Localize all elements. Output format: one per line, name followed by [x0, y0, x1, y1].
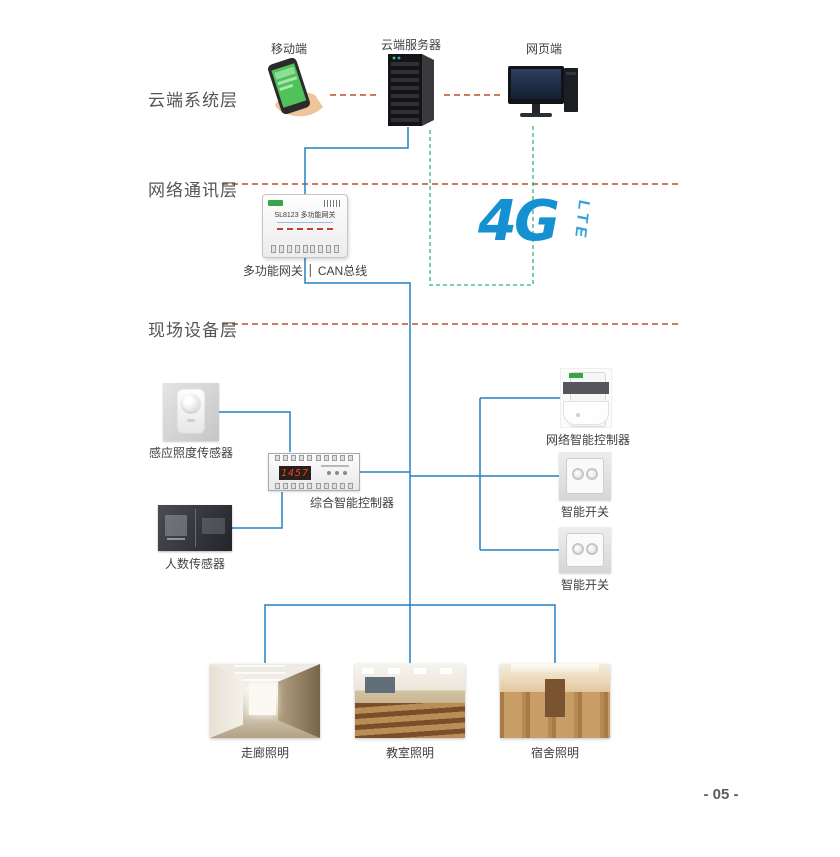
- logo-lte-text: LTE: [570, 200, 593, 242]
- web-desktop-image: [506, 62, 582, 122]
- controller-display: 1457: [279, 466, 311, 480]
- network-controller-panel: [563, 401, 609, 425]
- gateway-brand-logo: [268, 200, 283, 206]
- smart-switch2-image: [559, 527, 611, 573]
- server-label: 云端服务器: [380, 38, 442, 52]
- dormitory-light-glow: [511, 664, 599, 675]
- gateway-bus-label-row: 多功能网关 CAN总线: [243, 262, 367, 279]
- people-sensor-label: 人数传感器: [164, 557, 226, 571]
- classroom-screen: [364, 676, 395, 693]
- corridor-ceiling-lights: [234, 665, 285, 682]
- people-sensor-panel-left: [164, 515, 187, 537]
- label-divider: [309, 264, 311, 277]
- corridor-end-wall: [248, 683, 276, 716]
- network-controller-image: [560, 368, 612, 428]
- switch1-knob-right: [586, 468, 598, 480]
- people-sensor-divider: [195, 508, 196, 548]
- can-bus-label: CAN总线: [317, 264, 368, 278]
- wireless-4g-link: [429, 124, 534, 286]
- link-server-gateway: [304, 127, 409, 194]
- web-label: 网页端: [525, 42, 563, 56]
- controller-terminals-bottom: [275, 483, 353, 489]
- integrated-controller-image: 1457: [268, 453, 360, 491]
- classroom-label: 教室照明: [385, 746, 435, 760]
- integrated-controller-label: 综合智能控制器: [309, 496, 395, 510]
- switch2-knob-right: [586, 543, 598, 555]
- gateway-terminals: [271, 245, 339, 253]
- people-sensor-image: [158, 505, 232, 551]
- corridor-left-wall: [210, 664, 243, 738]
- smart-switch2-label: 智能开关: [560, 578, 610, 592]
- layer-title-field: 现场设备层: [148, 321, 238, 340]
- controller-buttons: [327, 471, 347, 475]
- corridor-label: 走廊照明: [240, 746, 290, 760]
- switch2-panel: [566, 533, 604, 567]
- mobile-label: 移动端: [270, 42, 308, 56]
- gateway-label: 多功能网关: [242, 264, 303, 278]
- people-sensor-panel-right: [201, 517, 226, 534]
- gateway-print-line2: [277, 228, 333, 230]
- dormitory-label: 宿舍照明: [530, 746, 580, 760]
- dormitory-doorway: [545, 678, 565, 718]
- mobile-phone-image: [252, 56, 326, 120]
- gateway-print-line: [277, 222, 333, 223]
- link-peoplesensor-controller: [232, 492, 283, 529]
- gateway-device-image: SL8123 多功能网关: [262, 194, 348, 258]
- controller-print-line: [321, 465, 349, 467]
- corridor-photo: [210, 664, 320, 738]
- smart-switch1-label: 智能开关: [560, 505, 610, 519]
- layer-title-network: 网络通讯层: [148, 181, 238, 200]
- network-controller-band: [563, 382, 609, 394]
- classroom-ceiling-lights: [361, 667, 459, 675]
- page-number: - 05 -: [703, 786, 739, 803]
- network-controller-led: [576, 413, 580, 417]
- can-bus-trunk: [304, 258, 411, 605]
- layer-title-cloud: 云端系统层: [148, 91, 238, 110]
- network-controller-label: 网络智能控制器: [545, 433, 631, 447]
- gateway-barcode: [324, 200, 342, 207]
- light-sensor-image: [163, 383, 219, 441]
- logo-4g-text: 4G: [478, 189, 560, 254]
- switch2-knob-left: [572, 543, 584, 555]
- light-sensor-label: 感应照度传感器: [148, 446, 234, 460]
- people-sensor-textline: [166, 538, 185, 541]
- controller-terminals-top: [275, 455, 353, 461]
- cloud-server-image: [382, 50, 440, 128]
- link-lightsensor-controller: [219, 411, 291, 452]
- dormitory-photo: [500, 664, 610, 738]
- switch1-knob-left: [572, 468, 584, 480]
- logo-4g-lte: 4G LTE: [478, 194, 598, 266]
- classroom-desks: [355, 703, 465, 738]
- light-sensor-slot: [187, 419, 195, 422]
- switch1-panel: [566, 458, 604, 494]
- classroom-photo: [355, 664, 465, 738]
- smart-switch1-image: [559, 452, 611, 500]
- network-controller-logo: [569, 373, 583, 378]
- light-sensor-dome: [182, 394, 200, 412]
- gateway-device-title: SL8123 多功能网关: [274, 212, 336, 219]
